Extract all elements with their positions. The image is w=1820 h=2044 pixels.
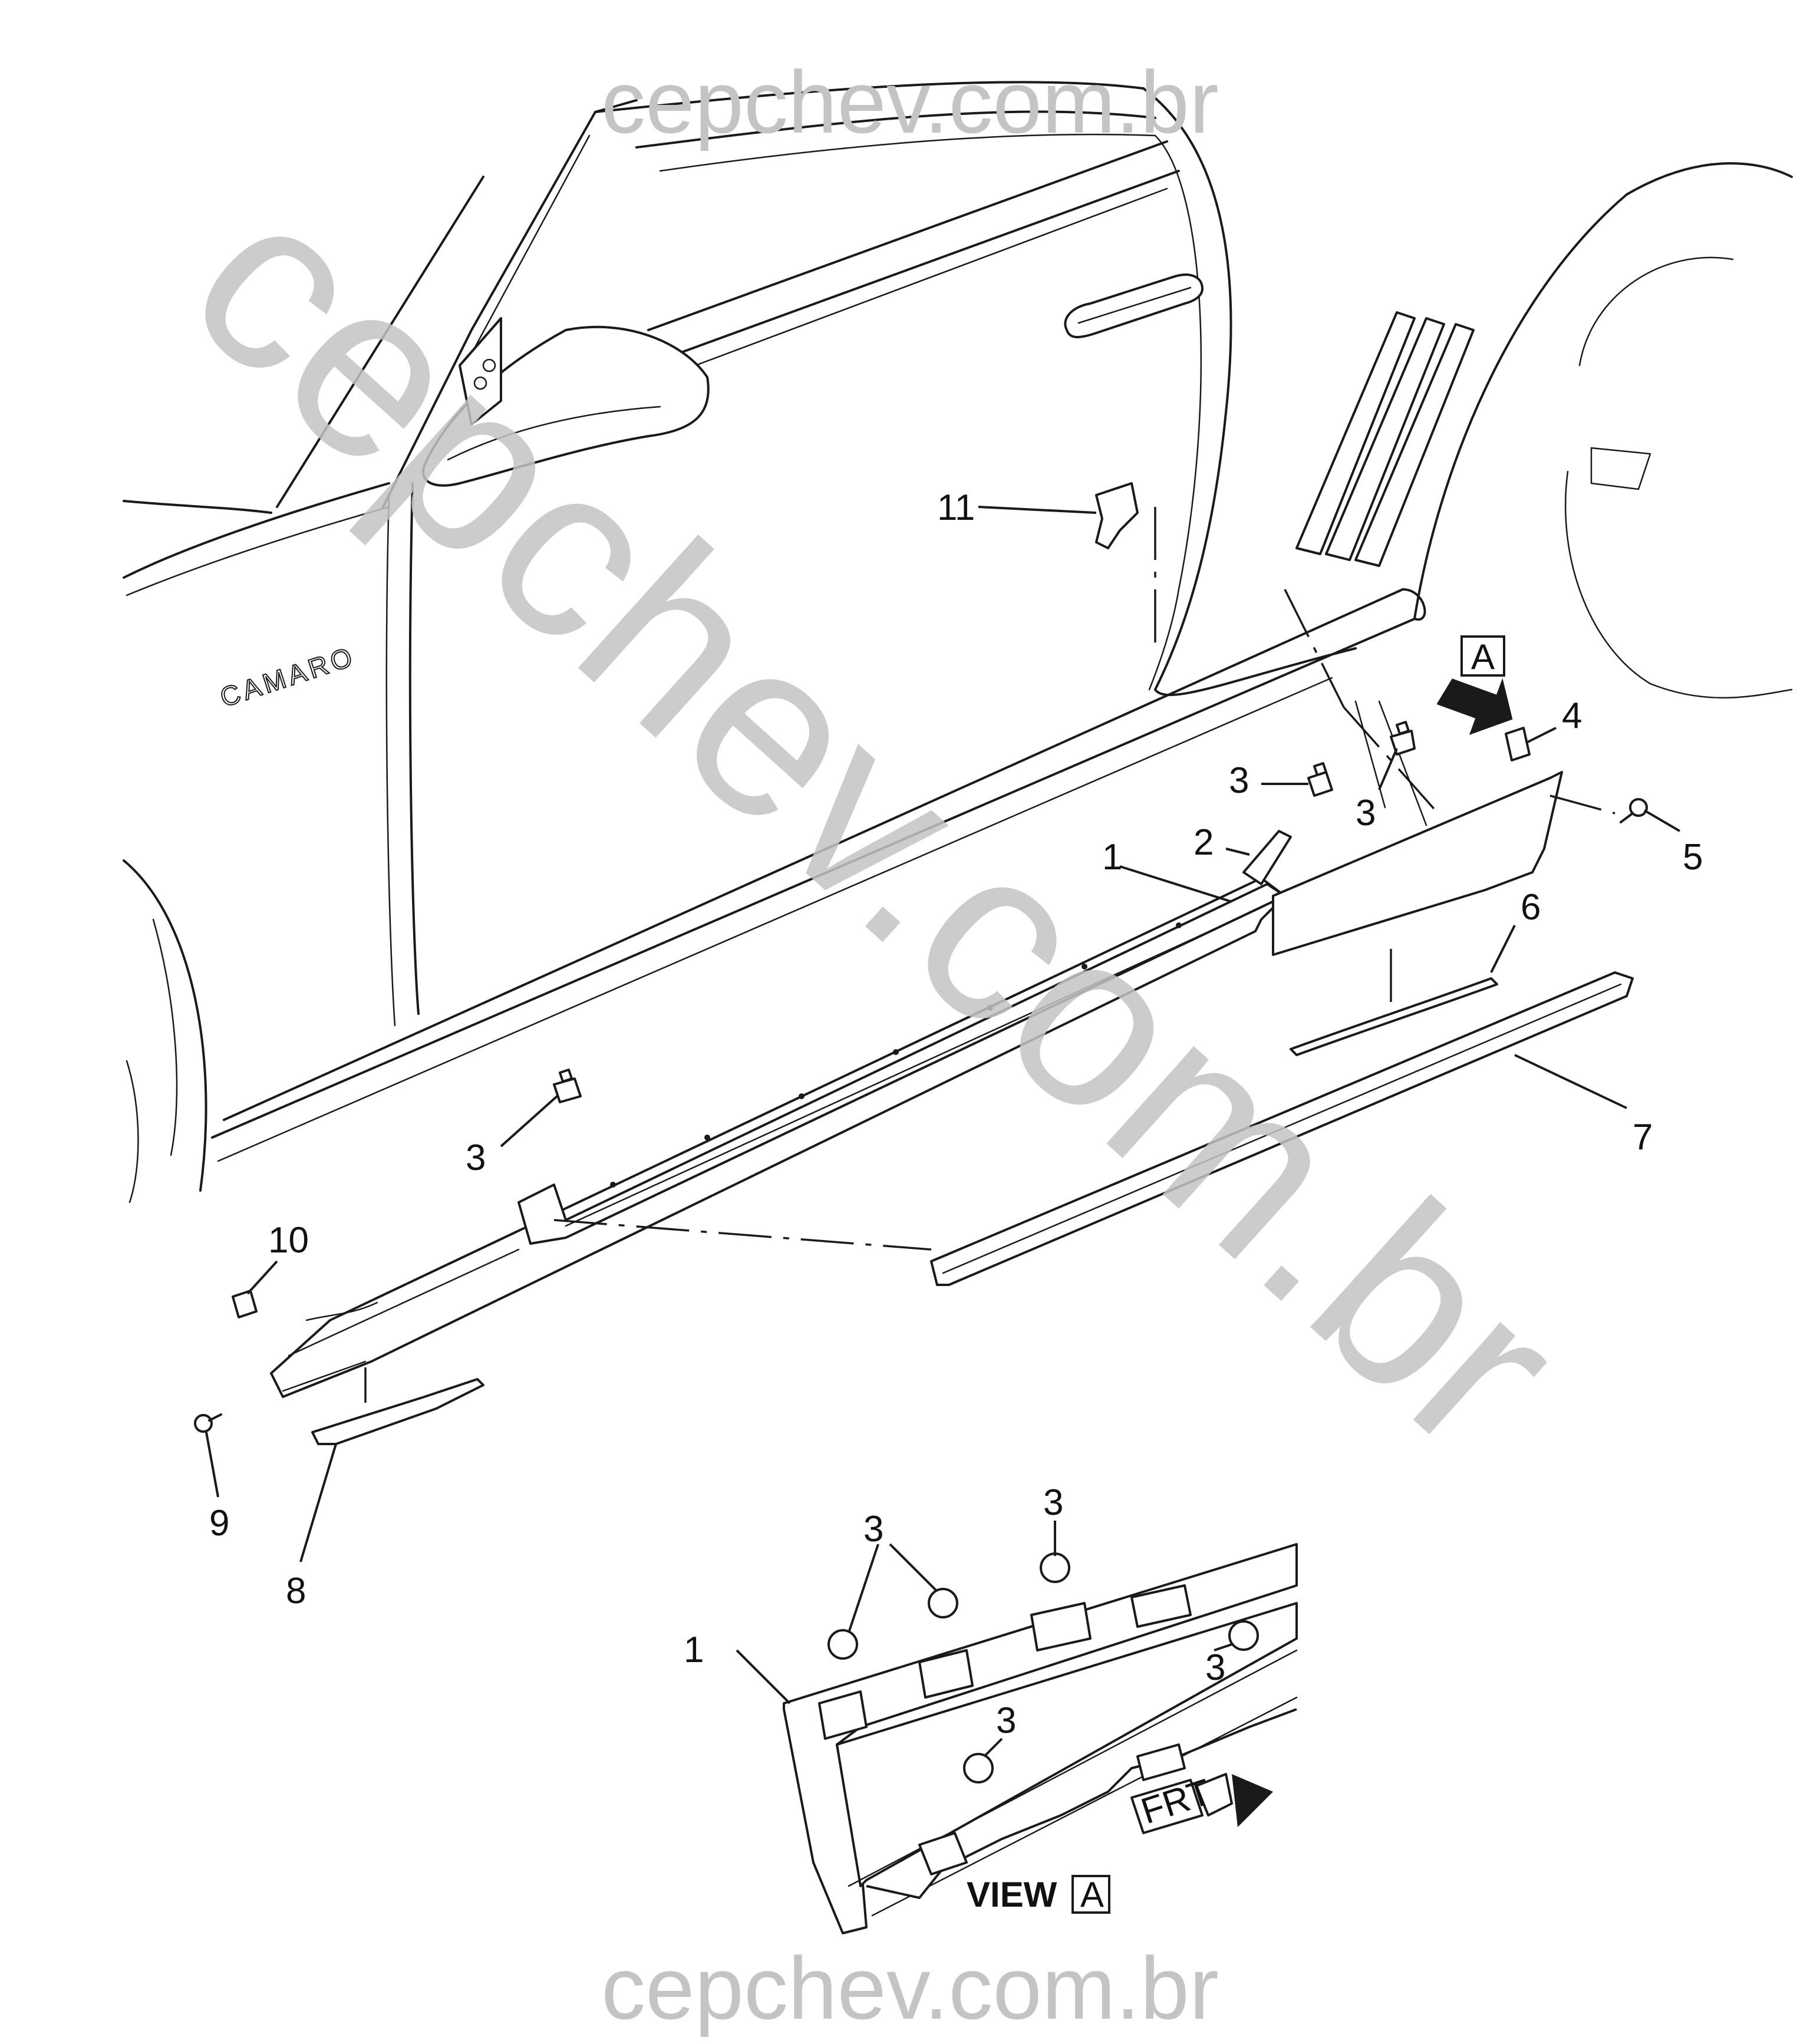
part-5-screw [1620, 798, 1648, 823]
detail-callout-1: 1 [684, 1630, 704, 1670]
vehicle-body-outline [123, 81, 1793, 1204]
camaro-emblem: CAMARO [216, 641, 359, 713]
watermark-top: cepchev.com.br [601, 52, 1219, 151]
part-11-clip [1095, 482, 1139, 549]
part-10-nut [232, 1290, 258, 1318]
callout-4: 4 [1562, 695, 1582, 736]
callout-numbers: 11 2 1 3 3 4 5 6 7 3 10 9 8 1 3 3 3 3 [209, 487, 1703, 1741]
view-caption-marker: A [1080, 1875, 1104, 1914]
side-mirror [422, 317, 710, 487]
callout-2: 2 [1193, 822, 1214, 863]
part-4-nut [1505, 727, 1531, 761]
detail-callout-3-top: 3 [1043, 1482, 1063, 1523]
frt-label: FRT [1136, 1772, 1216, 1832]
view-a-indicator: A [1436, 635, 1513, 735]
view-a-caption: VIEW A [967, 1875, 1110, 1914]
detail-callout-3-right: 3 [1205, 1647, 1225, 1688]
part-3-clip-a [1307, 762, 1333, 797]
callout-9: 9 [209, 1503, 229, 1544]
callout-3-left: 3 [466, 1138, 486, 1178]
view-caption-text: VIEW [967, 1875, 1057, 1914]
callout-8: 8 [286, 1571, 306, 1611]
front-direction-arrow: FRT [1130, 1772, 1273, 1834]
leader-lines [205, 506, 1681, 1562]
callout-5: 5 [1683, 837, 1703, 878]
rocker-mounting-holes [610, 922, 1182, 1188]
callout-3-upper-right: 3 [1356, 793, 1376, 833]
callout-10: 10 [268, 1220, 309, 1261]
part-7-molding-strip [930, 971, 1634, 1286]
callout-7: 7 [1633, 1117, 1653, 1158]
part-6-molding [1290, 977, 1498, 1056]
callout-6: 6 [1521, 887, 1541, 928]
part-8-molding-strip [311, 1378, 484, 1445]
part-3-clip-c [553, 1069, 582, 1103]
view-a-marker-top: A [1471, 637, 1495, 677]
watermark-diagonal: cepchev.com.br [141, 140, 1611, 1504]
detail-callout-3-left: 3 [863, 1509, 883, 1550]
callout-11: 11 [937, 487, 975, 528]
detail-callout-3-bottom: 3 [996, 1700, 1016, 1741]
door-handle [1064, 273, 1204, 338]
detail-view-a: FRT [736, 1521, 1298, 1934]
callout-3-upper-left: 3 [1229, 760, 1249, 801]
part-1-rocker-molding [270, 771, 1563, 1398]
centerlines [364, 507, 1615, 1403]
part-2-retainer [1242, 830, 1292, 885]
callout-1: 1 [1102, 837, 1122, 878]
watermark-bottom: cepchev.com.br [601, 1938, 1219, 2038]
part-3-clip-b [1390, 721, 1416, 756]
part-9-screw [194, 1413, 222, 1433]
